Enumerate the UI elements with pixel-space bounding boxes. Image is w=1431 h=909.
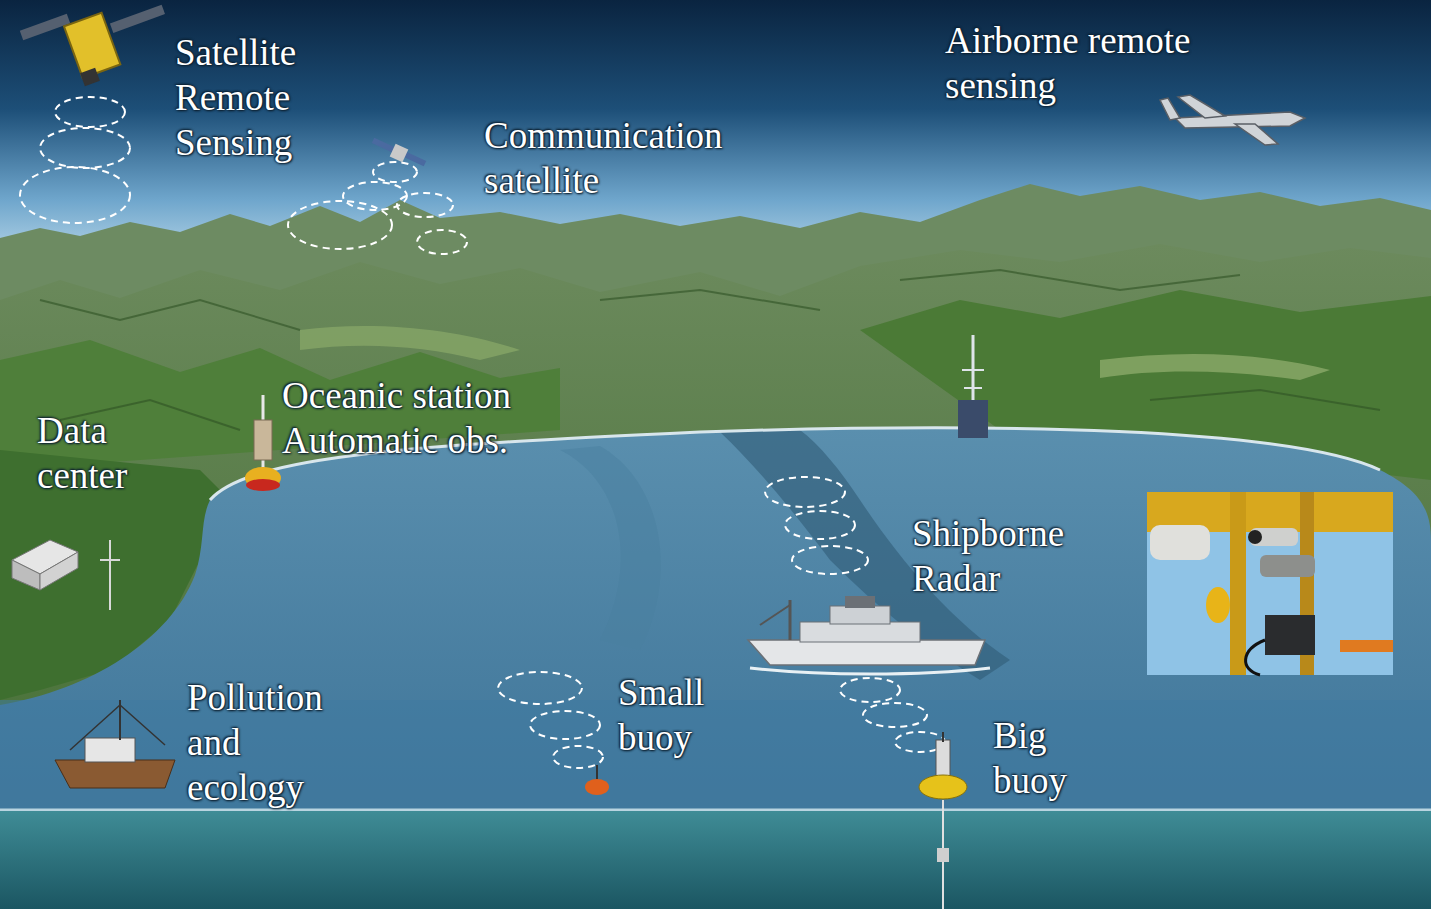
callout-label: Small buoy (618, 670, 704, 760)
callout-label: Data center (37, 408, 127, 498)
callout-label: Satellite Remote Sensing (175, 30, 296, 165)
callout-label: Shipborne Radar (912, 511, 1064, 601)
callout-label: Pollution and ecology (187, 675, 323, 810)
callout-label: Communication satellite (484, 113, 722, 203)
callout-label: Airborne remote sensing (945, 18, 1260, 108)
callout-label: Big buoy (993, 713, 1067, 803)
callout-label: Oceanic station Automatic obs. (282, 373, 582, 463)
